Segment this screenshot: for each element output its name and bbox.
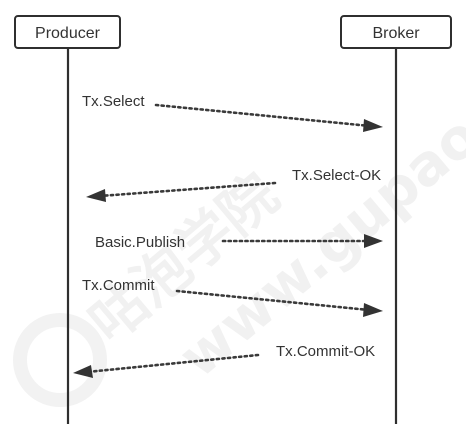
arrow-left-icon: [86, 189, 106, 202]
arrow-right-icon: [363, 119, 383, 132]
message-tx-select-ok: Tx.Select-OK: [86, 167, 381, 202]
message-label: Tx.Commit: [82, 277, 155, 294]
producer-participant: Producer: [14, 15, 121, 49]
message-tx-commit: Tx.Commit: [82, 277, 383, 317]
broker-participant: Broker: [340, 15, 452, 49]
watermark-logo-icon: [13, 313, 107, 407]
message-label: Tx.Select: [82, 93, 145, 110]
arrow-left-icon: [73, 365, 93, 378]
message-line: [175, 289, 371, 312]
broker-label: Broker: [372, 25, 420, 42]
watermark: 咕泡学院 www.gupao: [13, 104, 466, 407]
message-line: [85, 353, 260, 374]
message-label: Basic.Publish: [95, 234, 185, 251]
broker-box: [340, 15, 452, 49]
message-basic-publish: Basic.Publish: [95, 234, 383, 251]
message-tx-commit-ok: Tx.Commit-OK: [73, 343, 375, 378]
message-line: [98, 181, 277, 198]
arrow-right-icon: [363, 303, 383, 317]
message-label: Tx.Commit-OK: [276, 343, 375, 360]
message-label: Tx.Select-OK: [292, 167, 381, 184]
message-tx-select: Tx.Select: [82, 93, 383, 132]
producer-label: Producer: [35, 25, 101, 42]
arrow-right-icon: [364, 234, 383, 248]
message-line: [154, 103, 372, 128]
producer-box: [14, 15, 121, 49]
